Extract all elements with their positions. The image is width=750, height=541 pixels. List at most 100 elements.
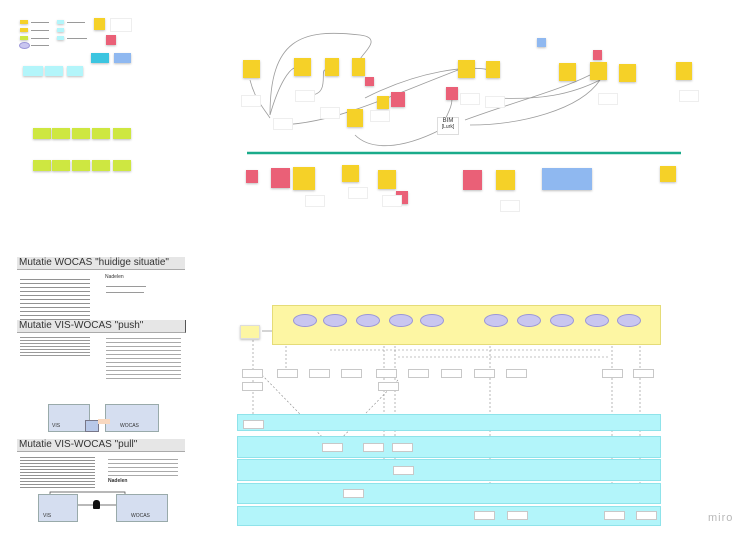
yellow-sticky[interactable] — [619, 64, 636, 82]
red-sticky[interactable] — [271, 168, 290, 188]
yellow-sticky[interactable] — [486, 61, 500, 78]
yellow-sticky[interactable] — [293, 167, 315, 190]
system-box[interactable] — [277, 369, 298, 378]
system-box[interactable] — [322, 443, 343, 452]
yellow-sticky[interactable] — [377, 96, 389, 109]
legend-box-blue[interactable] — [114, 53, 131, 63]
system-box[interactable] — [376, 369, 397, 378]
process-step-ellipse[interactable] — [323, 314, 347, 327]
green-sticky[interactable] — [52, 160, 70, 171]
swimlane[interactable] — [237, 459, 661, 481]
note-box[interactable] — [295, 90, 315, 102]
yellow-sticky[interactable] — [294, 58, 311, 76]
system-box[interactable] — [242, 369, 263, 378]
red-sticky[interactable] — [463, 170, 482, 190]
process-step-ellipse[interactable] — [517, 314, 541, 327]
push-diagram-vis: VIS — [48, 404, 90, 432]
bim-node[interactable]: BIM [Lurk] — [437, 117, 459, 135]
note-box[interactable] — [500, 200, 520, 212]
green-sticky[interactable] — [52, 128, 70, 139]
green-sticky[interactable] — [113, 128, 131, 139]
green-sticky[interactable] — [92, 128, 110, 139]
green-sticky[interactable] — [72, 128, 90, 139]
green-sticky[interactable] — [72, 160, 90, 171]
system-box[interactable] — [507, 511, 528, 520]
yellow-sticky[interactable] — [378, 170, 396, 189]
yellow-sticky[interactable] — [559, 63, 576, 81]
system-box[interactable] — [474, 511, 495, 520]
legend-area — [15, 15, 90, 76]
yellow-sticky[interactable] — [458, 60, 475, 78]
yellow-sticky[interactable] — [347, 109, 363, 127]
system-box[interactable] — [408, 369, 429, 378]
miro-logo: miro — [708, 512, 734, 524]
system-box[interactable] — [441, 369, 462, 378]
blue-sticky[interactable] — [542, 168, 592, 190]
process-step-ellipse[interactable] — [617, 314, 641, 327]
swimlane[interactable] — [237, 414, 661, 431]
red-sticky[interactable] — [246, 170, 258, 183]
legend-sticky-yellow[interactable] — [94, 18, 105, 30]
note-box[interactable] — [598, 93, 618, 105]
system-box[interactable] — [343, 489, 364, 498]
process-step-ellipse[interactable] — [356, 314, 380, 327]
yellow-sticky[interactable] — [352, 58, 365, 76]
legend-sticky-red[interactable] — [106, 35, 116, 45]
system-box[interactable] — [393, 466, 414, 475]
legend-box-cyan[interactable] — [91, 53, 109, 63]
note-box[interactable] — [679, 90, 699, 102]
note-box[interactable] — [348, 187, 368, 199]
note-box[interactable] — [273, 118, 293, 130]
red-sticky[interactable] — [446, 87, 458, 100]
note-box[interactable] — [485, 96, 505, 108]
green-sticky[interactable] — [33, 128, 51, 139]
system-box[interactable] — [243, 420, 264, 429]
system-box[interactable] — [363, 443, 384, 452]
legend-note[interactable] — [110, 18, 132, 32]
system-box[interactable] — [392, 443, 413, 452]
red-sticky[interactable] — [593, 50, 602, 60]
system-box[interactable] — [506, 369, 527, 378]
system-box[interactable] — [474, 369, 495, 378]
yellow-sticky[interactable] — [342, 165, 359, 182]
nadelen-heading: Nadelen — [105, 274, 124, 280]
pull-diagram-wocas: WOCAS — [116, 494, 168, 522]
note-box[interactable] — [305, 195, 325, 207]
process-step-ellipse[interactable] — [293, 314, 317, 327]
red-sticky[interactable] — [391, 92, 405, 107]
red-sticky[interactable] — [365, 77, 374, 86]
note-box[interactable] — [370, 110, 390, 122]
green-sticky[interactable] — [33, 160, 51, 171]
process-step-ellipse[interactable] — [420, 314, 444, 327]
process-step-ellipse[interactable] — [550, 314, 574, 327]
note-box[interactable] — [460, 93, 480, 105]
system-box[interactable] — [242, 382, 263, 391]
process-step-ellipse[interactable] — [484, 314, 508, 327]
yellow-sticky[interactable] — [676, 62, 692, 80]
system-box[interactable] — [633, 369, 654, 378]
yellow-sticky[interactable] — [243, 60, 260, 78]
swimlane[interactable] — [237, 436, 661, 458]
yellow-sticky[interactable] — [660, 166, 676, 182]
green-sticky[interactable] — [113, 160, 131, 171]
yellow-sticky[interactable] — [496, 170, 515, 190]
system-box[interactable] — [341, 369, 362, 378]
swimlane[interactable] — [237, 483, 661, 504]
system-box[interactable] — [602, 369, 623, 378]
system-box[interactable] — [309, 369, 330, 378]
note-box[interactable] — [320, 107, 340, 119]
note-box[interactable] — [241, 95, 261, 107]
process-step-ellipse[interactable] — [585, 314, 609, 327]
system-box[interactable] — [604, 511, 625, 520]
bim-label: BIM — [442, 118, 454, 124]
push-diagram-wocas: WOCAS — [105, 404, 159, 432]
process-step-ellipse[interactable] — [389, 314, 413, 327]
yellow-sticky[interactable] — [590, 62, 607, 80]
system-box[interactable] — [636, 511, 657, 520]
green-sticky[interactable] — [92, 160, 110, 171]
note-box[interactable] — [382, 195, 402, 207]
swimlane[interactable] — [237, 506, 661, 526]
blue-sticky[interactable] — [537, 38, 546, 47]
yellow-sticky[interactable] — [325, 58, 339, 76]
system-box[interactable] — [378, 382, 399, 391]
